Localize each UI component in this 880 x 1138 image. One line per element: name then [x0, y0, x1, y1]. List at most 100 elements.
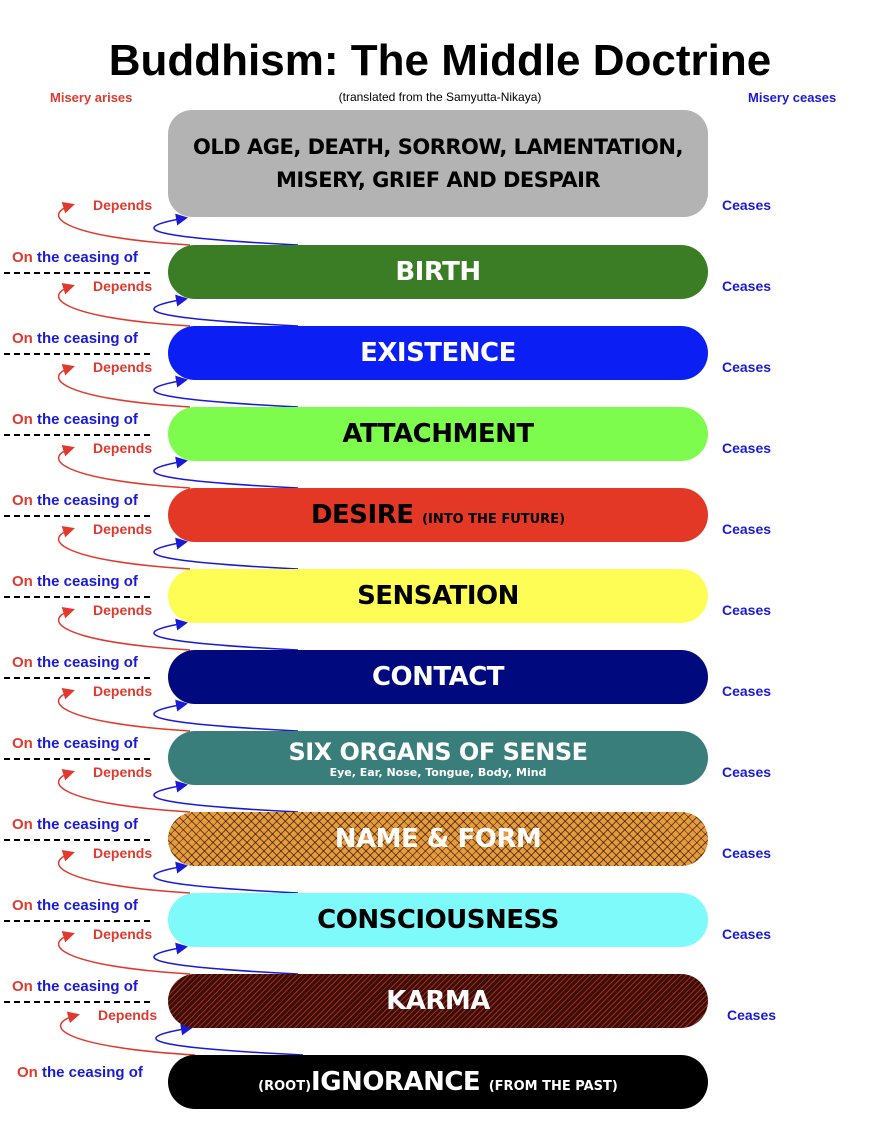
- arises-arrow: [57, 687, 191, 732]
- bar-karma: KARMA: [168, 974, 708, 1028]
- ceases-arrow: [153, 699, 299, 732]
- bar-name: SIX ORGANS OF SENSE: [288, 737, 588, 766]
- on-the-ceasing-of-label: On the ceasing of: [12, 330, 138, 347]
- bar-consciousness: CONSCIOUSNESS: [168, 893, 708, 947]
- ceases-arrow: [153, 780, 299, 813]
- depends-label: Depends: [93, 845, 153, 861]
- bar-note: Eye, Ear, Nose, Tongue, Body, Mind: [329, 765, 547, 779]
- bar-name: KARMA: [386, 986, 490, 1016]
- arises-arrow: [57, 606, 191, 651]
- ceases-label: Ceases: [722, 764, 772, 780]
- dashed-divider: [4, 677, 150, 679]
- on-word: On: [12, 492, 33, 509]
- ceases-label: Ceases: [722, 602, 772, 618]
- ceases-arrow: [153, 456, 299, 489]
- ceases-arrow: [153, 942, 299, 975]
- on-the-ceasing-of-label: On the ceasing of: [12, 249, 138, 266]
- depends-label: Depends: [93, 440, 153, 456]
- bar-title: DESIRE (INTO THE FUTURE): [311, 500, 565, 530]
- arises-arrow: [57, 201, 191, 246]
- on-the-ceasing-of-label: On the ceasing of: [12, 411, 138, 428]
- bar-prefix: (ROOT): [258, 1079, 312, 1094]
- bar-title: CONSCIOUSNESS: [317, 905, 559, 935]
- depends-label: Depends: [93, 683, 153, 699]
- bar-title: (ROOT)IGNORANCE (FROM THE PAST): [258, 1067, 618, 1097]
- subtitle: (translated from the Samyutta-Nikaya): [338, 90, 542, 104]
- bar-title: SIX ORGANS OF SENSE: [288, 737, 588, 766]
- depends-label: Depends: [93, 278, 153, 294]
- depends-label: Depends: [93, 197, 153, 213]
- on-word: On: [17, 1064, 38, 1081]
- ceases-label: Ceases: [727, 1007, 777, 1023]
- ceases-arrow: [153, 375, 299, 408]
- page-title: Buddhism: The Middle Doctrine: [108, 36, 772, 85]
- bar-title: SENSATION: [357, 581, 519, 611]
- bar-name-form: NAME & FORM: [168, 812, 708, 866]
- on-the-ceasing-of-label: On the ceasing of: [12, 654, 138, 671]
- bar-title: CONTACT: [372, 662, 505, 692]
- bar-title: NAME & FORM: [335, 824, 542, 854]
- ceasing-of-words: the ceasing of: [37, 654, 138, 671]
- dashed-divider: [4, 920, 150, 922]
- bar-contact: CONTACT: [168, 650, 708, 704]
- on-word: On: [12, 978, 33, 995]
- bar-birth: BIRTH: [168, 245, 708, 299]
- ceases-label: Ceases: [722, 521, 772, 537]
- ceases-label: Ceases: [722, 440, 772, 456]
- depends-label: Depends: [93, 926, 153, 942]
- on-the-ceasing-of-label: On the ceasing of: [12, 978, 138, 995]
- ceasing-of-words: the ceasing of: [37, 816, 138, 833]
- ceases-label: Ceases: [722, 197, 772, 213]
- bar-sensation: SENSATION: [168, 569, 708, 623]
- ceasing-of-words: the ceasing of: [37, 492, 138, 509]
- dashed-divider: [4, 596, 150, 598]
- ceases-arrow: [155, 1023, 304, 1056]
- dashed-divider: [4, 353, 150, 355]
- bar-attachment: ATTACHMENT: [168, 407, 708, 461]
- on-word: On: [12, 816, 33, 833]
- on-the-ceasing-of-label: On the ceasing of: [12, 816, 138, 833]
- arises-arrow: [57, 849, 191, 894]
- ceasing-of-words: the ceasing of: [37, 249, 138, 266]
- ceasing-of-words: the ceasing of: [37, 411, 138, 428]
- ceases-arrow: [153, 618, 299, 651]
- on-word: On: [12, 897, 33, 914]
- bar-title: ATTACHMENT: [342, 419, 534, 449]
- ceases-label: Ceases: [722, 926, 772, 942]
- dashed-divider: [4, 515, 150, 517]
- ceasing-of-words: the ceasing of: [37, 573, 138, 590]
- bar-name: ATTACHMENT: [342, 419, 534, 449]
- box-line-1: OLD AGE, DEATH, SORROW, LAMENTATION,: [193, 134, 683, 159]
- on-word: On: [12, 573, 33, 590]
- on-the-ceasing-of-label: On the ceasing of: [12, 492, 138, 509]
- box-line-2: MISERY, GRIEF AND DESPAIR: [275, 167, 601, 192]
- on-word: On: [12, 330, 33, 347]
- arises-arrow: [59, 1011, 196, 1056]
- arises-arrow: [57, 444, 191, 489]
- ceasing-of-words: the ceasing of: [42, 1064, 143, 1081]
- ceasing-of-words: the ceasing of: [37, 897, 138, 914]
- arises-arrow: [57, 768, 191, 813]
- depends-label: Depends: [98, 1007, 158, 1023]
- bar-title: EXISTENCE: [360, 338, 516, 368]
- dashed-divider: [4, 758, 150, 760]
- depends-label: Depends: [93, 602, 153, 618]
- bar-name: SENSATION: [357, 581, 519, 611]
- ceasing-of-words: the ceasing of: [37, 735, 138, 752]
- ceases-label: Ceases: [722, 845, 772, 861]
- on-word: On: [12, 249, 33, 266]
- bar-suffix: (INTO THE FUTURE): [422, 512, 566, 527]
- arises-arrow: [57, 363, 191, 408]
- on-the-ceasing-of-label: On the ceasing of: [12, 897, 138, 914]
- bar-title: BIRTH: [395, 257, 481, 287]
- dashed-divider: [4, 1001, 150, 1003]
- ceases-arrow: [153, 294, 299, 327]
- arises-arrow: [57, 282, 191, 327]
- bar-name: BIRTH: [395, 257, 481, 287]
- on-word: On: [12, 735, 33, 752]
- ceases-label: Ceases: [722, 278, 772, 294]
- ceasing-of-words: the ceasing of: [37, 978, 138, 995]
